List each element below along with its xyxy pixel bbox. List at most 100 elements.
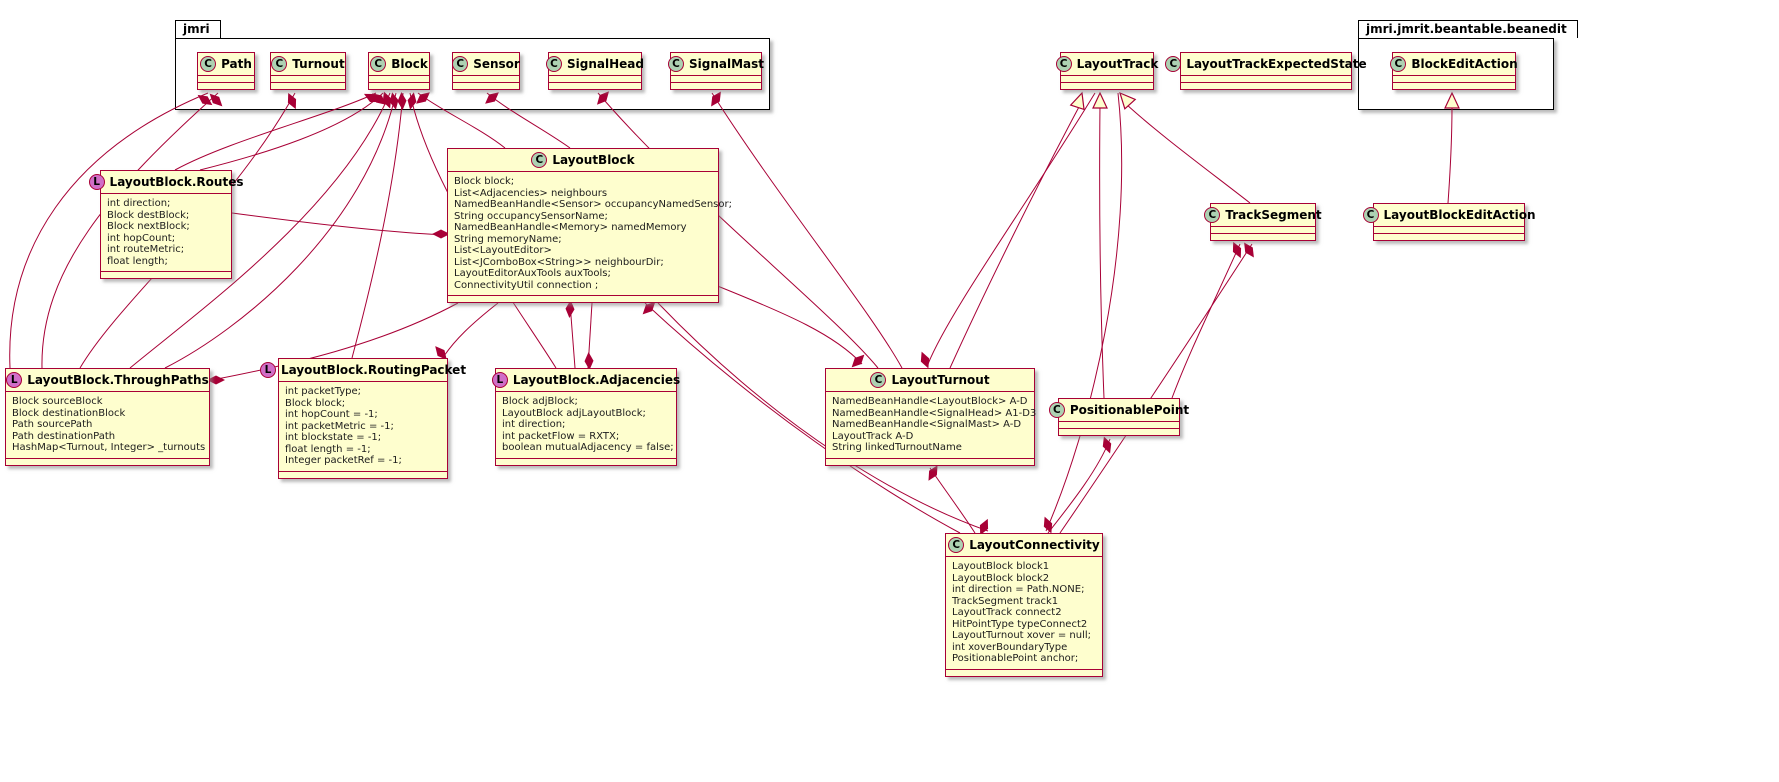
class-methods: [448, 295, 718, 302]
class-layoutblock-routes: L LayoutBlock.Routes int direction;Block…: [88, 170, 243, 279]
edge-layoutblock-layoutconnectivity-1: [644, 302, 961, 534]
class-title: C TrackSegment: [1204, 204, 1322, 226]
class-fields: [369, 75, 429, 82]
composition-diamond: [928, 465, 938, 481]
class-field: Path sourcePath: [12, 419, 93, 430]
class-path: C Path: [197, 52, 255, 90]
package-name: jmri.jmrit.beantable.beanedit: [1366, 22, 1567, 36]
class-name: LayoutBlock.Routes: [109, 175, 244, 189]
edge-block-routes-2: [199, 92, 384, 171]
class-methods: [1059, 428, 1179, 435]
class-fields: [1181, 75, 1351, 82]
class-fields: [1393, 75, 1515, 82]
class-layoutblock: C LayoutBlock Block block;List<Adjacenci…: [447, 148, 732, 303]
composition-diamond: [1244, 242, 1254, 258]
class-field: List<Adjacencies> neighbours: [454, 187, 608, 199]
inner-class-spot-icon: L: [491, 372, 508, 388]
class-spot-icon: C: [1165, 56, 1182, 72]
class-field: LayoutBlock adjLayoutBlock;: [502, 407, 646, 419]
class-field: LayoutEditorAuxTools auxTools;: [454, 268, 611, 279]
edge-layouttrack-layoutconnectivity: [1045, 92, 1123, 532]
class-name: LayoutConnectivity: [969, 538, 1100, 552]
class-methods: [198, 82, 254, 89]
class-fields: Block adjBlock;LayoutBlock adjLayoutBloc…: [496, 391, 676, 458]
class-field: LayoutBlock block1: [952, 561, 1050, 572]
class-methods: [1211, 233, 1315, 240]
class-name: LayoutBlock.ThroughPaths: [27, 373, 209, 387]
class-methods: [671, 82, 761, 89]
class-field: Block block;: [454, 176, 515, 187]
class-field: String occupancySensorName;: [454, 210, 608, 222]
class-field: List<JComboBox<String>> neighbourDir;: [454, 256, 664, 268]
class-spot-icon: C: [546, 56, 563, 72]
class-methods: [369, 82, 429, 89]
composition-diamond: [382, 91, 392, 109]
inheritance-arrow: [1119, 91, 1137, 110]
class-field: String memoryName;: [454, 233, 562, 245]
class-title: C Block: [369, 53, 429, 75]
edge-layoutblock-routes: [231, 212, 448, 236]
class-layoutblockeditaction: C LayoutBlockEditAction: [1362, 203, 1536, 241]
class-field: float length = -1;: [285, 443, 371, 455]
class-field: List<LayoutEditor>: [454, 245, 552, 256]
class-spot-icon: C: [452, 56, 469, 72]
class-field: LayoutBlock block2: [952, 572, 1050, 584]
class-positionablepoint: C PositionablePoint: [1048, 398, 1189, 436]
composition-diamond: [197, 94, 213, 106]
class-name: SignalMast: [688, 57, 765, 71]
class-field: int direction;: [502, 419, 566, 430]
class-methods: [1374, 233, 1524, 240]
composition-diamond: [416, 92, 430, 104]
composition-diamond: [435, 346, 447, 360]
class-field: String linkedTurnoutName: [832, 442, 962, 453]
class-spot-icon: C: [271, 56, 288, 72]
composition-diamond: [407, 92, 417, 110]
package-jmri-tab: jmri: [175, 20, 221, 38]
class-title: L LayoutBlock.Routes: [88, 171, 243, 193]
edge-sensor-layoutblock: [486, 92, 571, 149]
class-name: SignalHead: [567, 57, 644, 71]
class-spot-icon: C: [1055, 56, 1072, 72]
edge-layoutblock-throughpaths: [211, 302, 459, 381]
class-field: int direction = Path.NONE;: [952, 584, 1085, 595]
class-field: PositionablePoint anchor;: [952, 653, 1079, 664]
edge-positionablepoint-layoutconnectivity: [1047, 438, 1111, 534]
edge-block-routingpacket: [351, 92, 404, 359]
edge-tracksegment-extends-layouttrack: [1125, 103, 1251, 204]
edge-layouttrack-layoutturnout: [927, 92, 1096, 365]
edge-tracksegment-layoutconnectivity: [1059, 243, 1253, 534]
class-title: C LayoutTrackExpectedState: [1165, 53, 1367, 75]
class-layoutblock-routingpacket: L LayoutBlock.RoutingPacket int packetTy…: [259, 358, 466, 479]
class-field: Block destinationBlock: [12, 407, 126, 419]
class-fields: int direction;Block destBlock;Block next…: [101, 193, 231, 271]
class-methods: [101, 271, 231, 278]
class-fields: [1211, 226, 1315, 233]
edge-path-throughpaths-2: [41, 92, 219, 369]
class-fields: [549, 75, 641, 82]
composition-diamond: [920, 351, 930, 369]
class-layouttrack: C LayoutTrack: [1055, 52, 1158, 90]
class-title: L LayoutBlock.Adjacencies: [491, 369, 680, 391]
class-spot-icon: C: [870, 372, 887, 388]
class-field: boolean mutualAdjacency = false;: [502, 442, 674, 453]
class-title: L LayoutBlock.RoutingPacket: [259, 359, 466, 381]
class-sensor: C Sensor: [452, 52, 520, 90]
class-field: int blockstate = -1;: [285, 432, 382, 443]
class-fields: [671, 75, 761, 82]
class-title: C SignalMast: [667, 53, 765, 75]
class-methods: [1181, 82, 1351, 89]
class-field: int hopCount;: [107, 232, 176, 244]
class-field: Integer packetRef = -1;: [285, 455, 402, 466]
composition-diamond: [207, 375, 225, 385]
class-name: LayoutBlock.Adjacencies: [512, 373, 681, 387]
edge-block-routes-1: [174, 92, 377, 171]
class-field: NamedBeanHandle<Memory> namedMemory: [454, 222, 687, 233]
class-field: Block nextBlock;: [107, 221, 190, 232]
inner-class-spot-icon: L: [6, 372, 23, 388]
composition-diamond: [397, 92, 407, 110]
class-methods: [6, 457, 209, 465]
